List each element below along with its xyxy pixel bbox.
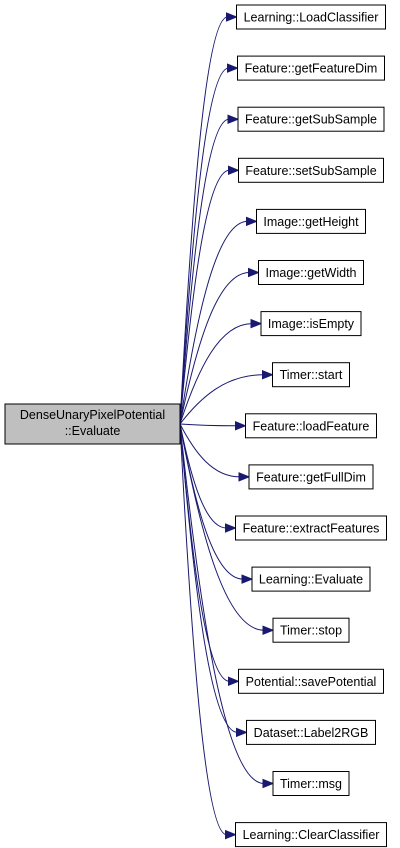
callee-node-learning-evaluate[interactable]: Learning::Evaluate — [251, 566, 371, 592]
arrowhead-potential-savepotential — [228, 676, 240, 687]
callee-label: Dataset::Label2RGB — [254, 726, 369, 740]
callee-box — [256, 208, 366, 234]
callee-label: Feature::setSubSample — [245, 164, 376, 178]
arrowhead-feature-setsubsample — [228, 165, 240, 176]
call-edge-timer-msg — [179, 423, 265, 784]
arrowhead-image-getheight — [246, 216, 258, 227]
arrowhead-dataset-label2rgb — [236, 727, 248, 738]
callee-box — [260, 311, 362, 337]
callee-box — [238, 157, 384, 183]
callee-label: Feature::loadFeature — [253, 419, 370, 433]
callee-node-image-getheight[interactable]: Image::getHeight — [256, 208, 366, 234]
callee-node-image-isempty[interactable]: Image::isEmpty — [260, 311, 362, 337]
call-edge-feature-getsubsample — [179, 118, 230, 425]
root-node-box — [4, 403, 181, 445]
arrowhead-feature-extractfeatures — [225, 523, 237, 533]
root-node[interactable]: DenseUnaryPixelPotential ::Evaluate — [4, 403, 181, 445]
callee-label: Learning::Evaluate — [259, 573, 363, 587]
callee-nodes: Learning::LoadClassifierFeature::getFeat… — [235, 4, 387, 848]
arrowhead-feature-getfeaturedim — [227, 63, 239, 73]
arrowhead-feature-getfulldim — [238, 472, 251, 482]
arrowhead-timer-stop — [262, 625, 275, 635]
callee-node-feature-setsubsample[interactable]: Feature::setSubSample — [238, 157, 384, 183]
call-edge-feature-getfulldim — [179, 423, 241, 478]
arrowhead-timer-start — [262, 369, 274, 380]
callee-node-dataset-label2rgb[interactable]: Dataset::Label2RGB — [246, 719, 376, 745]
callee-node-learning-clearclassifier[interactable]: Learning::ClearClassifier — [235, 822, 387, 848]
call-edge-timer-start — [179, 374, 264, 425]
callee-node-image-getwidth[interactable]: Image::getWidth — [258, 260, 364, 285]
call-edge-feature-extractfeatures — [179, 423, 227, 529]
callee-box — [238, 668, 384, 694]
call-edge-learning-evaluate — [179, 423, 244, 580]
callee-box — [251, 566, 371, 592]
call-edge-timer-stop — [179, 423, 265, 631]
call-edge-image-getheight — [179, 220, 248, 425]
callee-box — [245, 413, 377, 439]
callee-label: Timer::msg — [280, 777, 342, 791]
arrowhead-timer-msg — [262, 778, 275, 789]
callee-node-feature-getsubsample[interactable]: Feature::getSubSample — [237, 106, 385, 132]
callee-node-feature-getfulldim[interactable]: Feature::getFullDim — [248, 464, 374, 490]
call-edge-image-getwidth — [179, 272, 250, 425]
call-edge-feature-setsubsample — [179, 169, 230, 425]
callee-box — [258, 260, 364, 285]
call-edge-feature-loadfeature — [179, 423, 237, 427]
callee-box — [235, 822, 387, 848]
callee-node-timer-start[interactable]: Timer::start — [272, 362, 350, 388]
callee-label: Learning::LoadClassifier — [244, 11, 379, 25]
callee-node-potential-savepotential[interactable]: Potential::savePotential — [238, 668, 384, 694]
callee-label: Timer::start — [280, 368, 343, 382]
callee-node-learning-loadclassifier[interactable]: Learning::LoadClassifier — [236, 4, 386, 30]
callee-box — [272, 362, 350, 388]
call-edges — [179, 12, 275, 840]
callee-label: Feature::extractFeatures — [243, 522, 380, 536]
callee-box — [246, 719, 376, 745]
callee-box — [236, 4, 386, 30]
callee-node-timer-msg[interactable]: Timer::msg — [272, 771, 350, 796]
root-node-label-line1: DenseUnaryPixelPotential — [20, 408, 165, 422]
call-edge-learning-loadclassifier — [179, 16, 228, 425]
callee-label: Image::getHeight — [263, 215, 359, 229]
arrowhead-feature-loadfeature — [235, 421, 247, 431]
arrowhead-image-isempty — [250, 318, 263, 329]
callee-label: Learning::ClearClassifier — [243, 828, 380, 842]
callee-box — [272, 617, 350, 643]
root-node-label-line2: ::Evaluate — [65, 424, 121, 438]
callee-box — [235, 515, 387, 541]
call-edge-image-isempty — [179, 323, 253, 425]
callee-node-timer-stop[interactable]: Timer::stop — [272, 617, 350, 643]
call-edge-feature-getfeaturedim — [179, 67, 229, 425]
call-edge-learning-clearclassifier — [179, 423, 227, 836]
callee-label: Timer::stop — [280, 624, 342, 638]
callee-box — [237, 55, 385, 81]
callee-node-feature-loadfeature[interactable]: Feature::loadFeature — [245, 413, 377, 439]
callee-box — [272, 771, 350, 796]
callee-label: Feature::getFullDim — [256, 470, 366, 484]
callee-box — [248, 464, 374, 490]
callee-box — [237, 106, 385, 132]
callee-label: Potential::savePotential — [246, 675, 377, 689]
callee-label: Image::isEmpty — [268, 317, 355, 331]
callee-label: Feature::getFeatureDim — [245, 62, 378, 76]
callee-node-feature-getfeaturedim[interactable]: Feature::getFeatureDim — [237, 55, 385, 81]
arrowhead-learning-clearclassifier — [225, 829, 237, 840]
arrowhead-learning-loadclassifier — [226, 12, 238, 22]
arrowhead-feature-getsubsample — [227, 114, 240, 124]
callee-label: Feature::getSubSample — [245, 113, 377, 127]
arrowhead-learning-evaluate — [241, 574, 254, 584]
callee-node-feature-extractfeatures[interactable]: Feature::extractFeatures — [235, 515, 387, 541]
callee-label: Image::getWidth — [265, 266, 356, 280]
arrowhead-image-getwidth — [248, 267, 260, 278]
